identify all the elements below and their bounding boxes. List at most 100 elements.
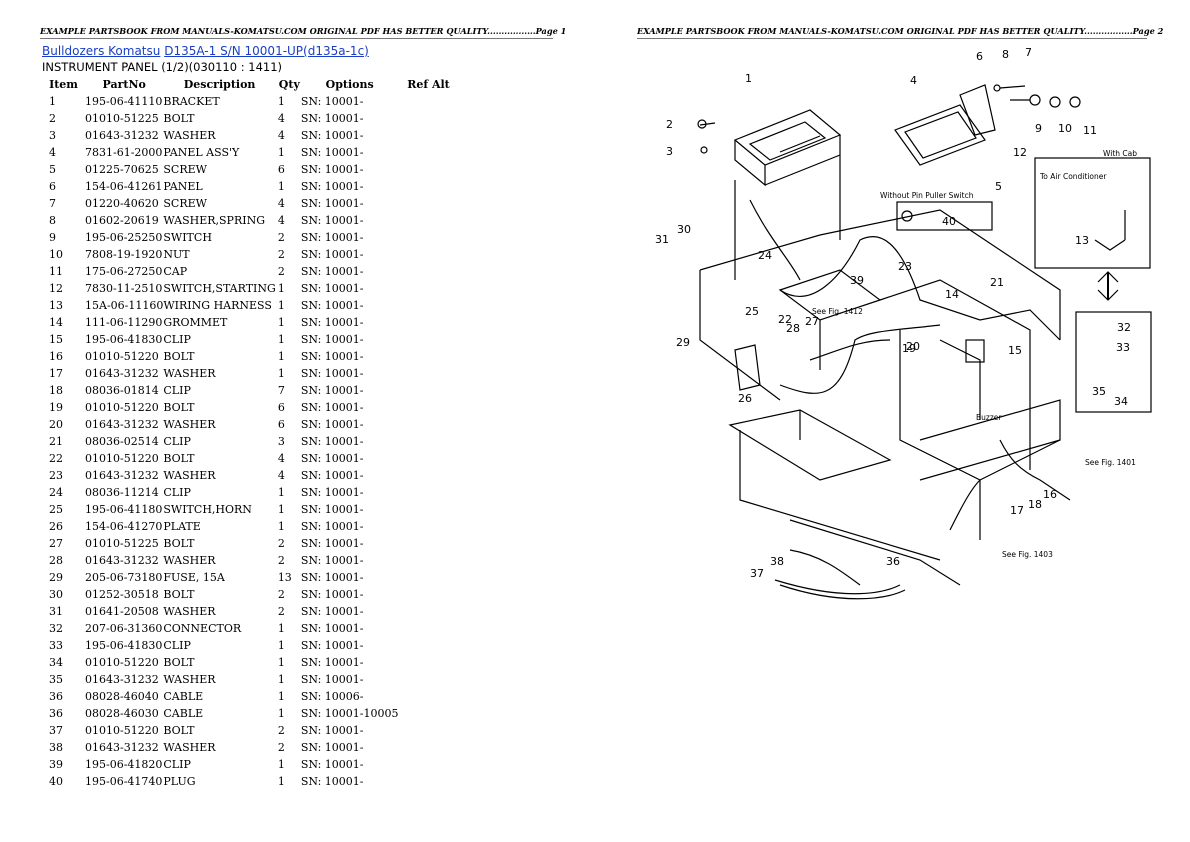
item-number-cell: 31 (49, 605, 63, 618)
part-number-cell: 01252-30518 (85, 588, 159, 601)
callout-label: 24 (758, 249, 772, 262)
part-number-cell: 08028-46040 (85, 690, 159, 703)
part-number-cell: 01641-20508 (85, 605, 159, 618)
description-cell: WASHER (163, 673, 216, 686)
callout-label: 7 (1025, 46, 1032, 59)
description-cell: WASHER (163, 367, 216, 380)
quantity-cell: 1 (277, 775, 285, 788)
quantity-cell: 1 (277, 622, 285, 635)
quantity-cell: 6 (277, 418, 285, 431)
quantity-cell: 1 (277, 180, 285, 193)
options-cell: SN: 10001- (300, 520, 364, 533)
callout-label: 15 (1008, 344, 1022, 357)
options-cell: SN: 10001- (300, 299, 364, 312)
part-number-cell: 195-06-41830 (85, 333, 163, 346)
item-number-cell: 27 (49, 537, 63, 550)
quantity-cell: 3 (277, 435, 285, 448)
breadcrumb-link-model[interactable]: D135A-1 S/N 10001-UP(d135a-1c) (164, 44, 369, 58)
options-cell: SN: 10001- (300, 214, 364, 227)
ref-alt-cell (399, 314, 459, 331)
item-number-cell: 7 (49, 197, 56, 210)
callout-label: 34 (1114, 395, 1128, 408)
options-cell: SN: 10001- (300, 384, 364, 397)
description-cell: BOLT (163, 112, 195, 125)
options-cell: SN: 10001- (300, 622, 364, 635)
description-cell: CLIP (163, 486, 191, 499)
options-cell: SN: 10001- (300, 180, 364, 193)
item-number-cell: 34 (49, 656, 63, 669)
ref-alt-cell (399, 195, 459, 212)
item-number-cell: 15 (49, 333, 63, 346)
description-cell: WASHER (163, 554, 216, 567)
item-number-cell: 23 (49, 469, 63, 482)
column-header-description: Description (183, 78, 256, 91)
ref-alt-cell (399, 756, 459, 773)
part-number-cell: 08036-02514 (85, 435, 159, 448)
options-cell: SN: 10001- (300, 724, 364, 737)
page-header-2: EXAMPLE PARTSBOOK FROM MANUALS-KOMATSU.C… (637, 26, 1163, 39)
options-cell: SN: 10001-10005 (300, 707, 399, 720)
part-number-cell: 7831-61-2000 (85, 146, 163, 159)
breadcrumb: Bulldozers Komatsu D135A-1 S/N 10001-UP(… (42, 44, 369, 58)
ref-alt-cell (399, 348, 459, 365)
options-cell: SN: 10006- (300, 690, 364, 703)
description-cell: WASHER (163, 605, 216, 618)
options-cell: SN: 10001- (300, 282, 364, 295)
diagram-annotation: See Fig. 1403 (1002, 550, 1053, 559)
options-cell: SN: 10001- (300, 333, 364, 346)
description-cell: CLIP (163, 639, 191, 652)
part-number-cell: 195-06-41180 (85, 503, 163, 516)
options-cell: SN: 10001- (300, 486, 364, 499)
description-cell: CABLE (163, 690, 204, 703)
part-number-cell: 01225-70625 (85, 163, 159, 176)
quantity-cell: 1 (277, 656, 285, 669)
quantity-cell: 2 (277, 741, 285, 754)
part-number-cell: 01643-31232 (85, 418, 159, 431)
section-title: INSTRUMENT PANEL (1/2)(030110 : 1411) (42, 60, 283, 74)
item-number-cell: 28 (49, 554, 63, 567)
callout-label: 37 (750, 567, 764, 580)
callout-label: 27 (805, 315, 819, 328)
description-cell: SWITCH,STARTING (163, 282, 276, 295)
description-cell: CLIP (163, 333, 191, 346)
quantity-cell: 6 (277, 401, 285, 414)
callout-label: 1 (745, 72, 752, 85)
diagram-annotation: Buzzer (976, 413, 1002, 422)
ref-alt-cell (399, 297, 459, 314)
description-cell: BOLT (163, 537, 195, 550)
description-cell: CLIP (163, 435, 191, 448)
part-number-cell: 195-06-25250 (85, 231, 163, 244)
quantity-cell: 1 (277, 758, 285, 771)
ref-alt-cell (399, 535, 459, 552)
options-cell: SN: 10001- (300, 758, 364, 771)
breadcrumb-link-bulldozers[interactable]: Bulldozers Komatsu (42, 44, 161, 58)
part-number-cell: 08036-01814 (85, 384, 159, 397)
diagram-annotation: To Air Conditioner (1039, 172, 1107, 181)
item-number-cell: 16 (49, 350, 63, 363)
callout-label: 28 (786, 322, 800, 335)
item-number-cell: 36 (49, 690, 63, 703)
description-cell: CABLE (163, 707, 204, 720)
ref-alt-cell (399, 178, 459, 195)
ref-alt-cell (399, 450, 459, 467)
ref-alt-cell (399, 127, 459, 144)
options-cell: SN: 10001- (300, 452, 364, 465)
description-cell: CLIP (163, 758, 191, 771)
item-number-cell: 26 (49, 520, 63, 533)
ref-alt-cell (399, 229, 459, 246)
description-cell: WASHER (163, 469, 216, 482)
quantity-cell: 2 (277, 537, 285, 550)
diagram-annotation: Without Pin Puller Switch (880, 191, 974, 200)
quantity-cell: 4 (277, 214, 285, 227)
part-number-cell: 195-06-41820 (85, 758, 163, 771)
callout-label: 23 (898, 260, 912, 273)
description-cell: BOLT (163, 724, 195, 737)
options-cell: SN: 10001- (300, 605, 364, 618)
quantity-cell: 1 (277, 673, 285, 686)
quantity-cell: 1 (277, 639, 285, 652)
